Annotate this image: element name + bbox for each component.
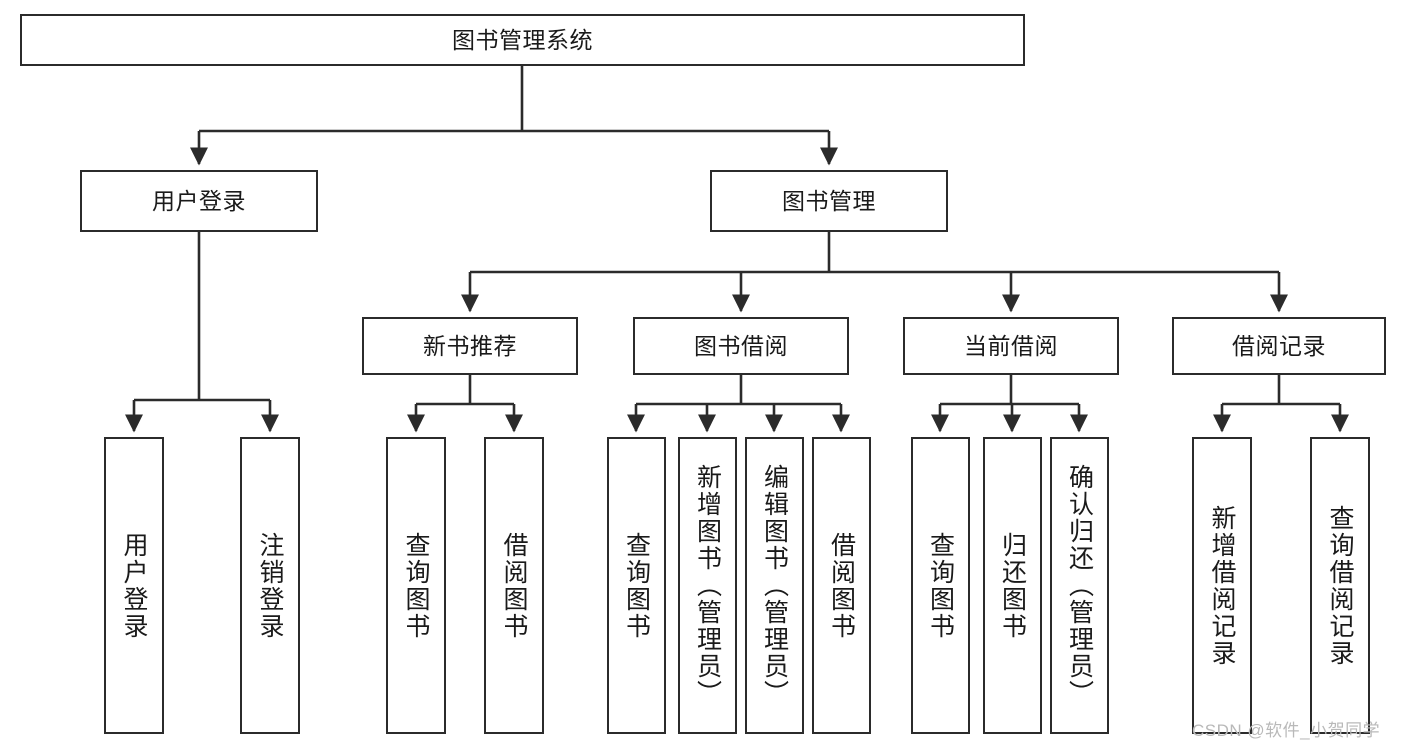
node-leaf-query-book-1-label: 查询图书 — [402, 531, 430, 640]
node-borrow-record[interactable]: 借阅记录 — [1172, 317, 1386, 375]
node-leaf-query-book-2-label: 查询图书 — [622, 531, 651, 640]
node-leaf-add-book-admin-label: 新增图书（管理员） — [693, 464, 722, 707]
node-leaf-borrow-book-1-label: 借阅图书 — [500, 531, 528, 640]
node-book-manage[interactable]: 图书管理 — [710, 170, 948, 232]
node-leaf-confirm-return-admin-label: 确认归还（管理员） — [1065, 464, 1094, 707]
node-new-book-recommend-label: 新书推荐 — [423, 332, 517, 359]
node-leaf-query-borrow-record-label: 查询借阅记录 — [1326, 504, 1354, 667]
node-leaf-add-borrow-record[interactable]: 新增借阅记录 — [1192, 437, 1252, 734]
node-leaf-borrow-book-2[interactable]: 借阅图书 — [812, 437, 871, 734]
node-user-login-label: 用户登录 — [152, 187, 246, 214]
node-leaf-query-borrow-record[interactable]: 查询借阅记录 — [1310, 437, 1370, 734]
node-leaf-logout[interactable]: 注销登录 — [240, 437, 300, 734]
node-root-label: 图书管理系统 — [452, 26, 593, 53]
node-leaf-edit-book-admin[interactable]: 编辑图书（管理员） — [745, 437, 804, 734]
node-user-login[interactable]: 用户登录 — [80, 170, 318, 232]
node-leaf-confirm-return-admin[interactable]: 确认归还（管理员） — [1050, 437, 1109, 734]
node-new-book-recommend[interactable]: 新书推荐 — [362, 317, 578, 375]
node-leaf-edit-book-admin-label: 编辑图书（管理员） — [760, 464, 789, 707]
node-leaf-query-book-3-label: 查询图书 — [926, 531, 955, 640]
node-leaf-query-book-3[interactable]: 查询图书 — [911, 437, 970, 734]
node-book-borrow[interactable]: 图书借阅 — [633, 317, 849, 375]
node-leaf-return-book-label: 归还图书 — [998, 531, 1027, 640]
node-leaf-user-login-label: 用户登录 — [120, 531, 148, 640]
csdn-watermark: CSDN @软件_小贺同学 — [1192, 721, 1381, 740]
node-current-borrow[interactable]: 当前借阅 — [903, 317, 1119, 375]
node-leaf-logout-label: 注销登录 — [256, 531, 284, 640]
node-leaf-query-book-1[interactable]: 查询图书 — [386, 437, 446, 734]
node-leaf-add-book-admin[interactable]: 新增图书（管理员） — [678, 437, 737, 734]
node-book-borrow-label: 图书借阅 — [694, 332, 788, 359]
node-leaf-return-book[interactable]: 归还图书 — [983, 437, 1042, 734]
node-leaf-query-book-2[interactable]: 查询图书 — [607, 437, 666, 734]
node-book-manage-label: 图书管理 — [782, 187, 876, 214]
node-leaf-borrow-book-2-label: 借阅图书 — [827, 531, 856, 640]
node-root[interactable]: 图书管理系统 — [20, 14, 1025, 66]
node-current-borrow-label: 当前借阅 — [964, 332, 1058, 359]
node-leaf-add-borrow-record-label: 新增借阅记录 — [1208, 504, 1236, 667]
node-leaf-user-login[interactable]: 用户登录 — [104, 437, 164, 734]
node-borrow-record-label: 借阅记录 — [1232, 332, 1326, 359]
node-leaf-borrow-book-1[interactable]: 借阅图书 — [484, 437, 544, 734]
